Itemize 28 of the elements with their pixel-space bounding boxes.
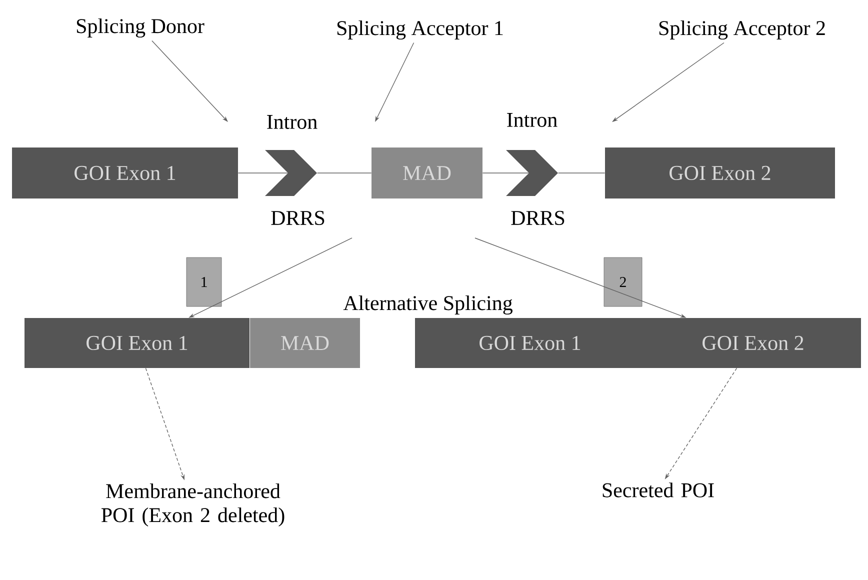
exon-box: GOI Exon 1 — [415, 318, 645, 368]
leader-line — [152, 40, 228, 122]
chevron — [506, 150, 558, 196]
number-box: 2 — [604, 257, 642, 307]
callout-text: Splicing Acceptor 2 — [659, 20, 825, 40]
callout-text: Membrane-anchored POI (Exon 2 deleted) — [101, 483, 284, 526]
backbone-line — [558, 172, 606, 174]
backbone-line — [316, 172, 372, 174]
label-text: DRRS — [271, 210, 324, 226]
label-text: Intron — [507, 113, 558, 127]
chevron — [265, 150, 317, 196]
callout-text: Splicing Donor — [76, 18, 204, 38]
domain-box: MAD — [250, 318, 360, 368]
exon-box: GOI Exon 1 — [12, 148, 238, 198]
callout-text: Secreted POI — [602, 482, 714, 498]
label-text: DRRS — [511, 210, 564, 226]
node-label: GOI Exon 1 — [480, 336, 580, 350]
backbone-line — [238, 172, 288, 174]
number-box: 1 — [186, 257, 222, 307]
label-text: Intron — [267, 115, 318, 129]
exon-box: GOI Exon 2 — [605, 148, 835, 198]
domain-box: MAD — [372, 148, 482, 198]
label-text: Alternative Splicing — [343, 295, 512, 315]
callout-text: Splicing Acceptor 1 — [337, 20, 503, 40]
backbone-line — [482, 172, 530, 174]
node-label: GOI Exon 2 — [702, 336, 804, 350]
exon-box: GOI Exon 2 — [645, 318, 861, 368]
exon-box: GOI Exon 1 — [24, 318, 250, 368]
